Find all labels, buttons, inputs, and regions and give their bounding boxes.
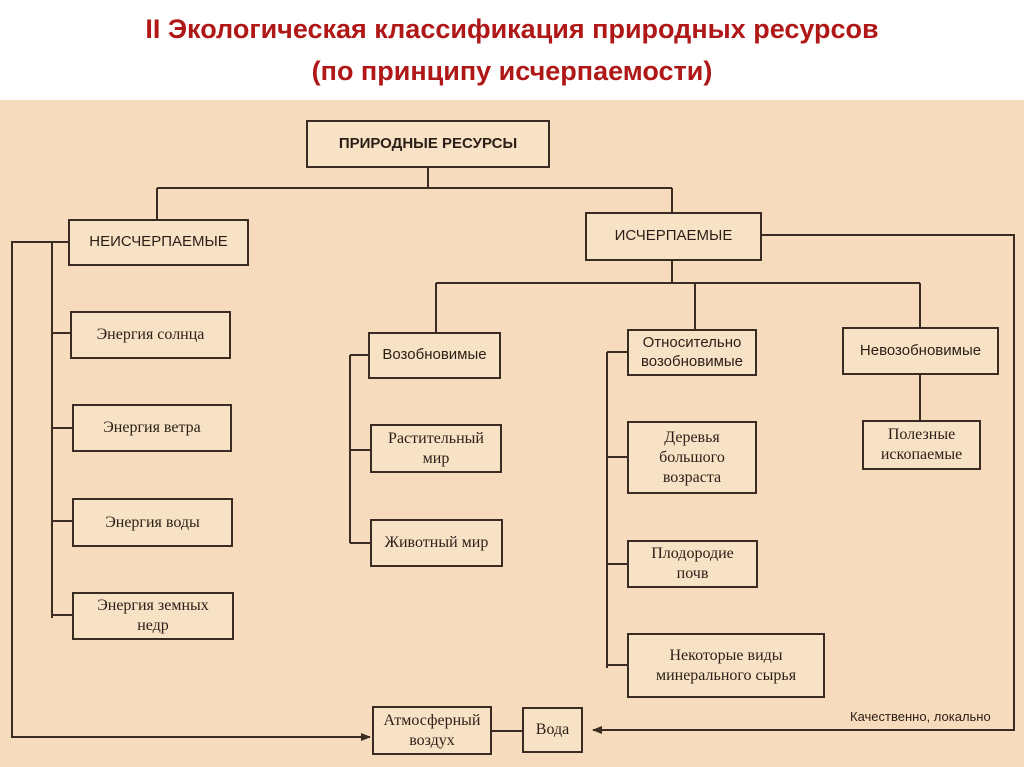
inexhaustible-box: НЕИСЧЕРПАЕМЫЕ bbox=[68, 219, 249, 266]
slide-title: II Экологическая классификация природных… bbox=[0, 8, 1024, 92]
relatively-renewable-item-label: Деревья большого возраста bbox=[659, 428, 725, 486]
inexhaustible-item-label: Энергия ветра bbox=[103, 419, 201, 436]
inexhaustible-item: Энергия солнца bbox=[70, 311, 231, 359]
root-box: ПРИРОДНЫЕ РЕСУРСЫ bbox=[306, 120, 550, 168]
inexhaustible-item-label: Энергия солнца bbox=[96, 326, 205, 343]
inexhaustible-label: НЕИСЧЕРПАЕМЫЕ bbox=[89, 233, 228, 251]
air-label: Атмосферный воздух bbox=[383, 711, 481, 749]
left-loop bbox=[11, 241, 371, 741]
nonrenewable-box: Невозобновимые bbox=[842, 327, 999, 375]
relatively-renewable-item-label: Некоторые виды минерального сырья bbox=[655, 646, 797, 684]
inexhaustible-item: Энергия земных недр bbox=[72, 592, 234, 640]
relatively-renewable-box: Относительно возобновимые bbox=[627, 329, 757, 376]
nonrenewable-label: Невозобновимые bbox=[859, 341, 982, 359]
water-box: Вода bbox=[522, 707, 583, 753]
qualitative-local-note: Качественно, локально bbox=[850, 709, 991, 724]
relatively-renewable-item: Плодородие почв bbox=[627, 540, 758, 588]
title-line-2: (по принципу исчерпаемости) bbox=[311, 56, 713, 86]
renewable-box: Возобновимые bbox=[368, 332, 501, 379]
renewable-item-label: Растительный мир bbox=[388, 429, 484, 467]
water-label: Вода bbox=[535, 721, 570, 738]
exhaustible-label: ИСЧЕРПАЕМЫЕ bbox=[614, 227, 733, 245]
relatively-renewable-item: Некоторые виды минерального сырья bbox=[627, 633, 825, 698]
root-label: ПРИРОДНЫЕ РЕСУРСЫ bbox=[338, 134, 518, 152]
right-loop bbox=[592, 234, 1015, 734]
inexhaustible-item-label: Энергия воды bbox=[105, 513, 200, 531]
inexhaustible-item-label: Энергия земных недр bbox=[97, 597, 209, 634]
air-box: Атмосферный воздух bbox=[372, 706, 492, 755]
relatively-renewable-item: Деревья большого возраста bbox=[627, 421, 757, 494]
nonrenewable-item-label: Полезные ископаемые bbox=[880, 426, 963, 463]
nonrenewable-item: Полезные ископаемые bbox=[862, 420, 981, 470]
inexhaustible-item: Энергия воды bbox=[72, 498, 233, 547]
renewable-item: Растительный мир bbox=[370, 424, 502, 473]
relatively-renewable-item-label: Плодородие почв bbox=[651, 545, 734, 582]
renewable-item-label: Животный мир bbox=[384, 534, 489, 551]
relatively-renewable-label: Относительно возобновимые bbox=[640, 333, 744, 370]
exhaustible-box: ИСЧЕРПАЕМЫЕ bbox=[585, 212, 762, 261]
renewable-label: Возобновимые bbox=[382, 346, 487, 364]
renewable-item: Животный мир bbox=[370, 519, 503, 567]
title-line-1: II Экологическая классификация природных… bbox=[145, 14, 879, 44]
inexhaustible-item: Энергия ветра bbox=[72, 404, 232, 452]
